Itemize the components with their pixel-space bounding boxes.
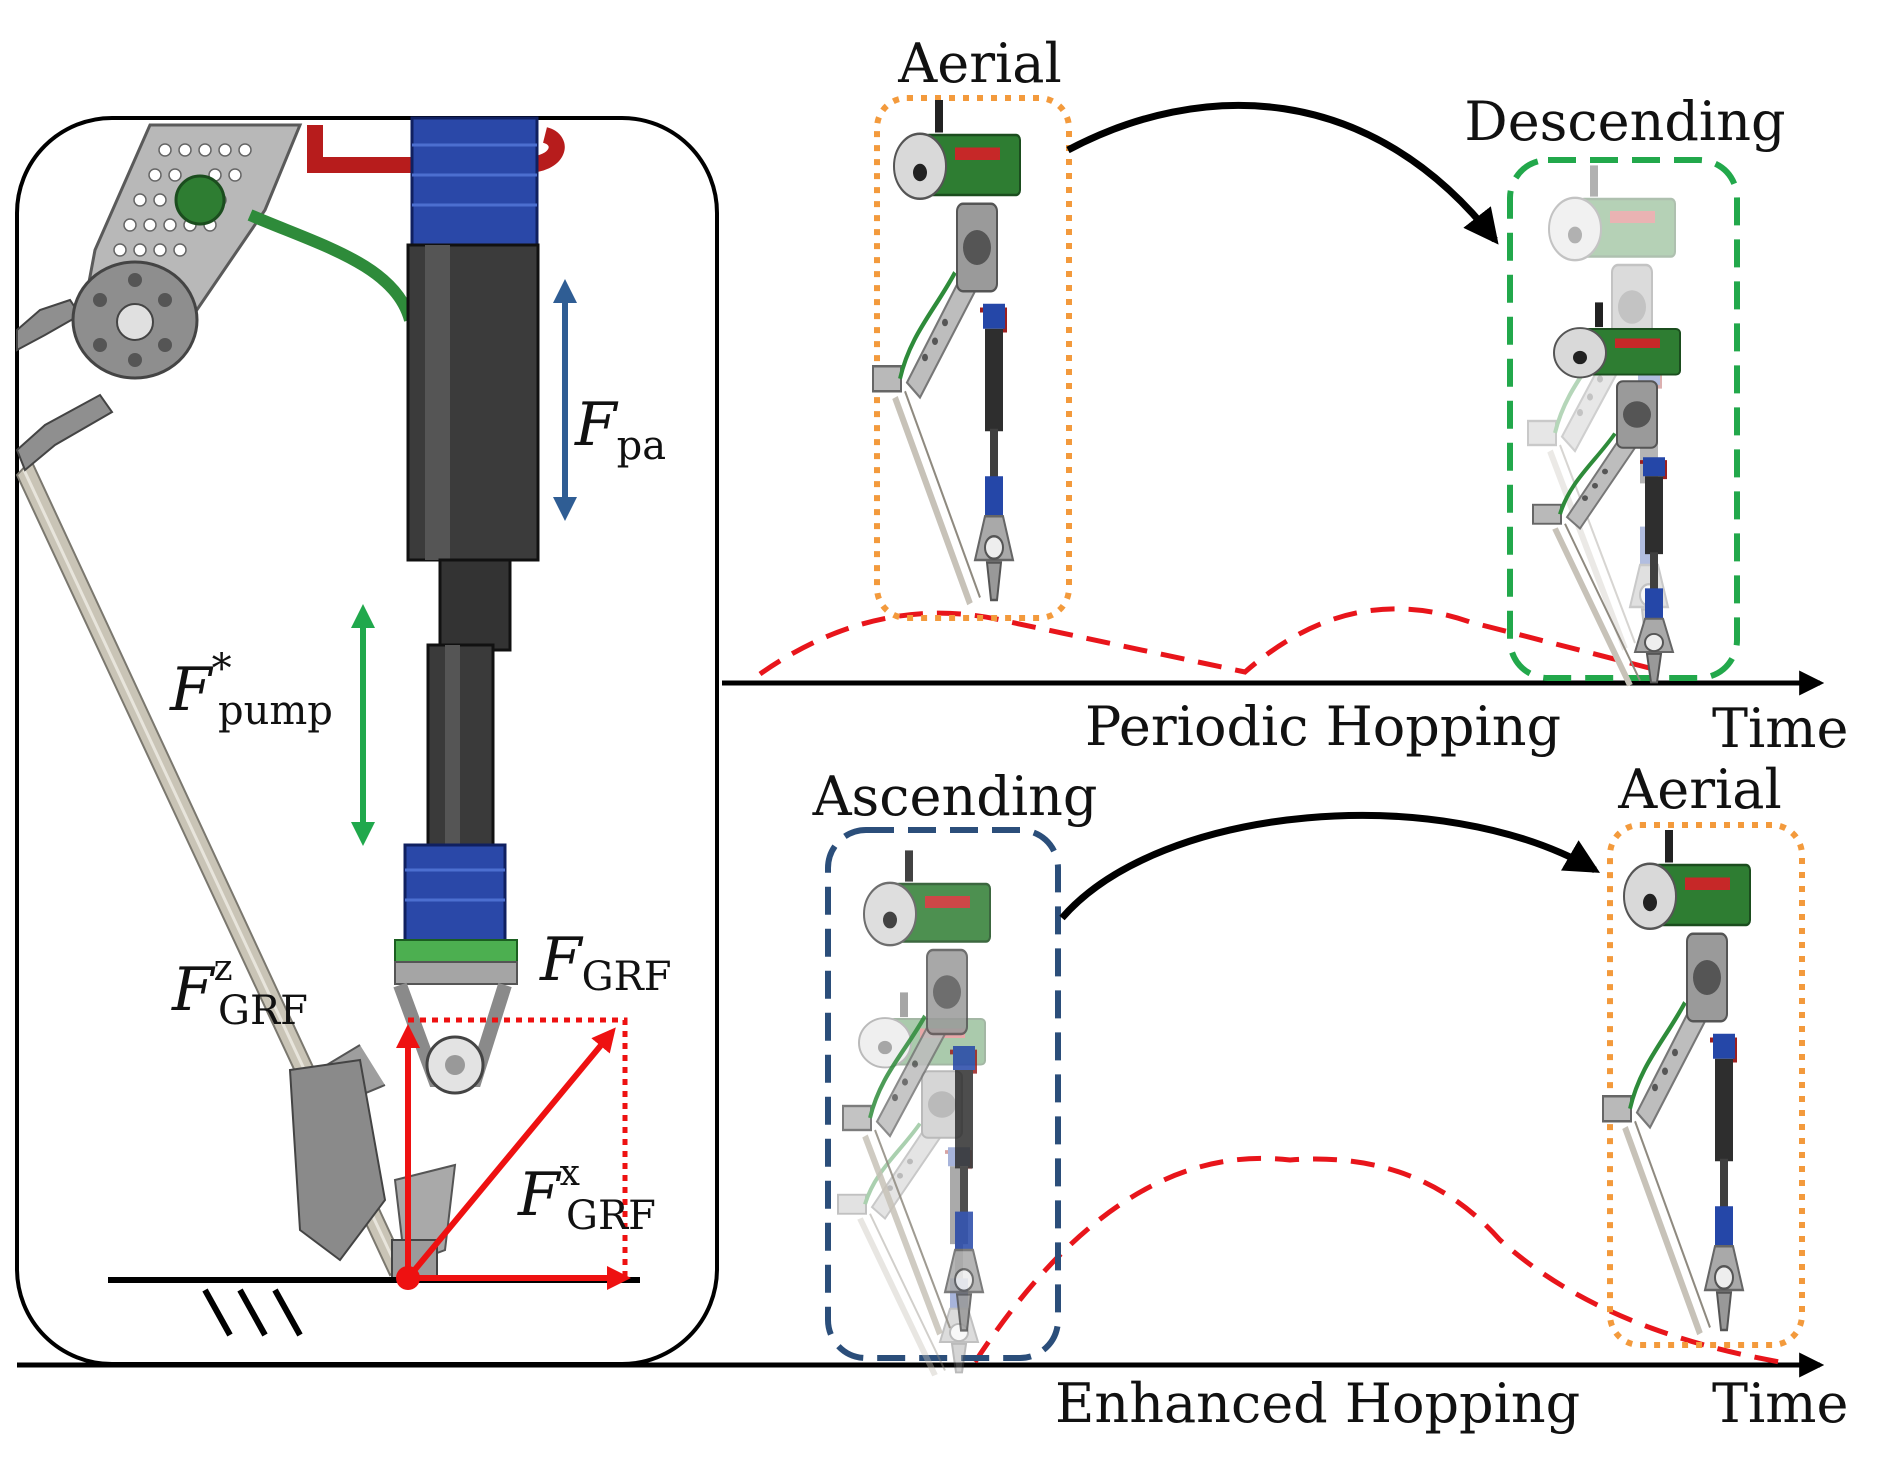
grf-vectors — [396, 1017, 631, 1290]
periodic-aerial-box — [874, 95, 1072, 621]
periodic-transition-arrow — [1066, 101, 1499, 245]
periodic-time-label: Time — [1712, 697, 1848, 760]
periodic-aerial-label: Aerial — [897, 32, 1062, 95]
periodic-caption: Periodic Hopping — [1085, 695, 1561, 758]
pa-force-label: Fpa — [574, 390, 666, 469]
enhanced-trajectory — [972, 1155, 1781, 1365]
enhanced-aerial-label: Aerial — [1617, 758, 1782, 821]
pump-force-label: F*pump — [169, 646, 333, 734]
enhanced-aerial-robot — [1603, 830, 1750, 1334]
enhanced-ascending-robot — [843, 850, 990, 1334]
enhanced-ascending-box — [825, 827, 1061, 1361]
contact-point — [396, 1266, 420, 1290]
periodic-hopping-panel: Aerial Descending Periodic Hopping Time — [722, 32, 1848, 760]
periodic-trajectory — [758, 606, 1666, 677]
enhanced-aerial-box — [1607, 822, 1805, 1348]
periodic-descending-robot — [1533, 302, 1680, 685]
grf-arrow — [405, 1027, 616, 1280]
enhanced-transition-arrow — [1059, 811, 1601, 921]
enhanced-ascending-label: Ascending — [812, 765, 1098, 828]
ground-hatch-icon — [202, 1288, 303, 1337]
periodic-descending-box — [1507, 157, 1740, 681]
periodic-descending-label: Descending — [1464, 90, 1785, 153]
periodic-aerial-robot — [873, 100, 1020, 604]
enhanced-caption: Enhanced Hopping — [1055, 1372, 1580, 1435]
enhanced-time-label: Time — [1712, 1372, 1848, 1435]
grf-force-label: FGRF — [539, 925, 671, 1000]
enhanced-hopping-panel: Ascending Aerial Enhanced Hopping Time — [17, 758, 1848, 1435]
